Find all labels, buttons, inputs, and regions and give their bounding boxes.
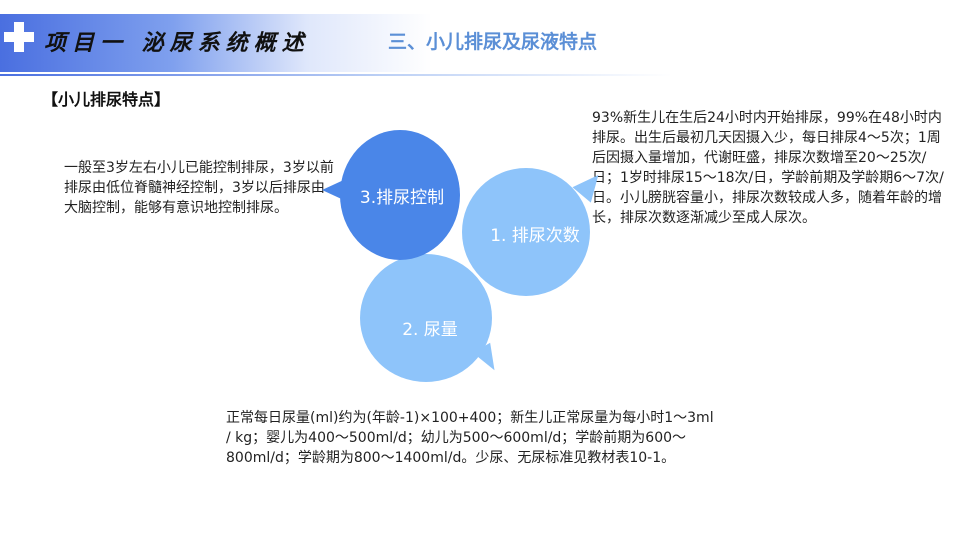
header-band [0, 14, 960, 76]
project-title: 项目一 泌尿系统概述 [44, 30, 310, 56]
section-title: 三、小儿排尿及尿液特点 [388, 31, 598, 53]
volume-description: 正常每日尿量(ml)约为(年龄-1)×100+400；新生儿正常尿量为每小时1～… [226, 410, 714, 466]
control-bubble: 3.排尿控制 [340, 130, 460, 260]
frequency-bubble: 1. 排尿次数 [462, 168, 590, 296]
control-description: 一般至3岁左右小儿已能控制排尿，3岁以前排尿由低位脊髓神经控制，3岁以后排尿由大… [64, 160, 334, 216]
volume-bubble: 2. 尿量 [360, 254, 492, 382]
volume-bubble-label: 2. 尿量 [402, 319, 458, 340]
control-bubble-label: 3.排尿控制 [359, 187, 445, 208]
medical-cross-icon [4, 22, 34, 52]
sub-heading: 【小儿排尿特点】 [42, 90, 171, 109]
frequency-bubble-label: 1. 排尿次数 [490, 225, 580, 246]
frequency-description: 93%新生儿在生后24小时内开始排尿，99%在48小时内排尿。出生后最初几天因摄… [592, 110, 944, 226]
